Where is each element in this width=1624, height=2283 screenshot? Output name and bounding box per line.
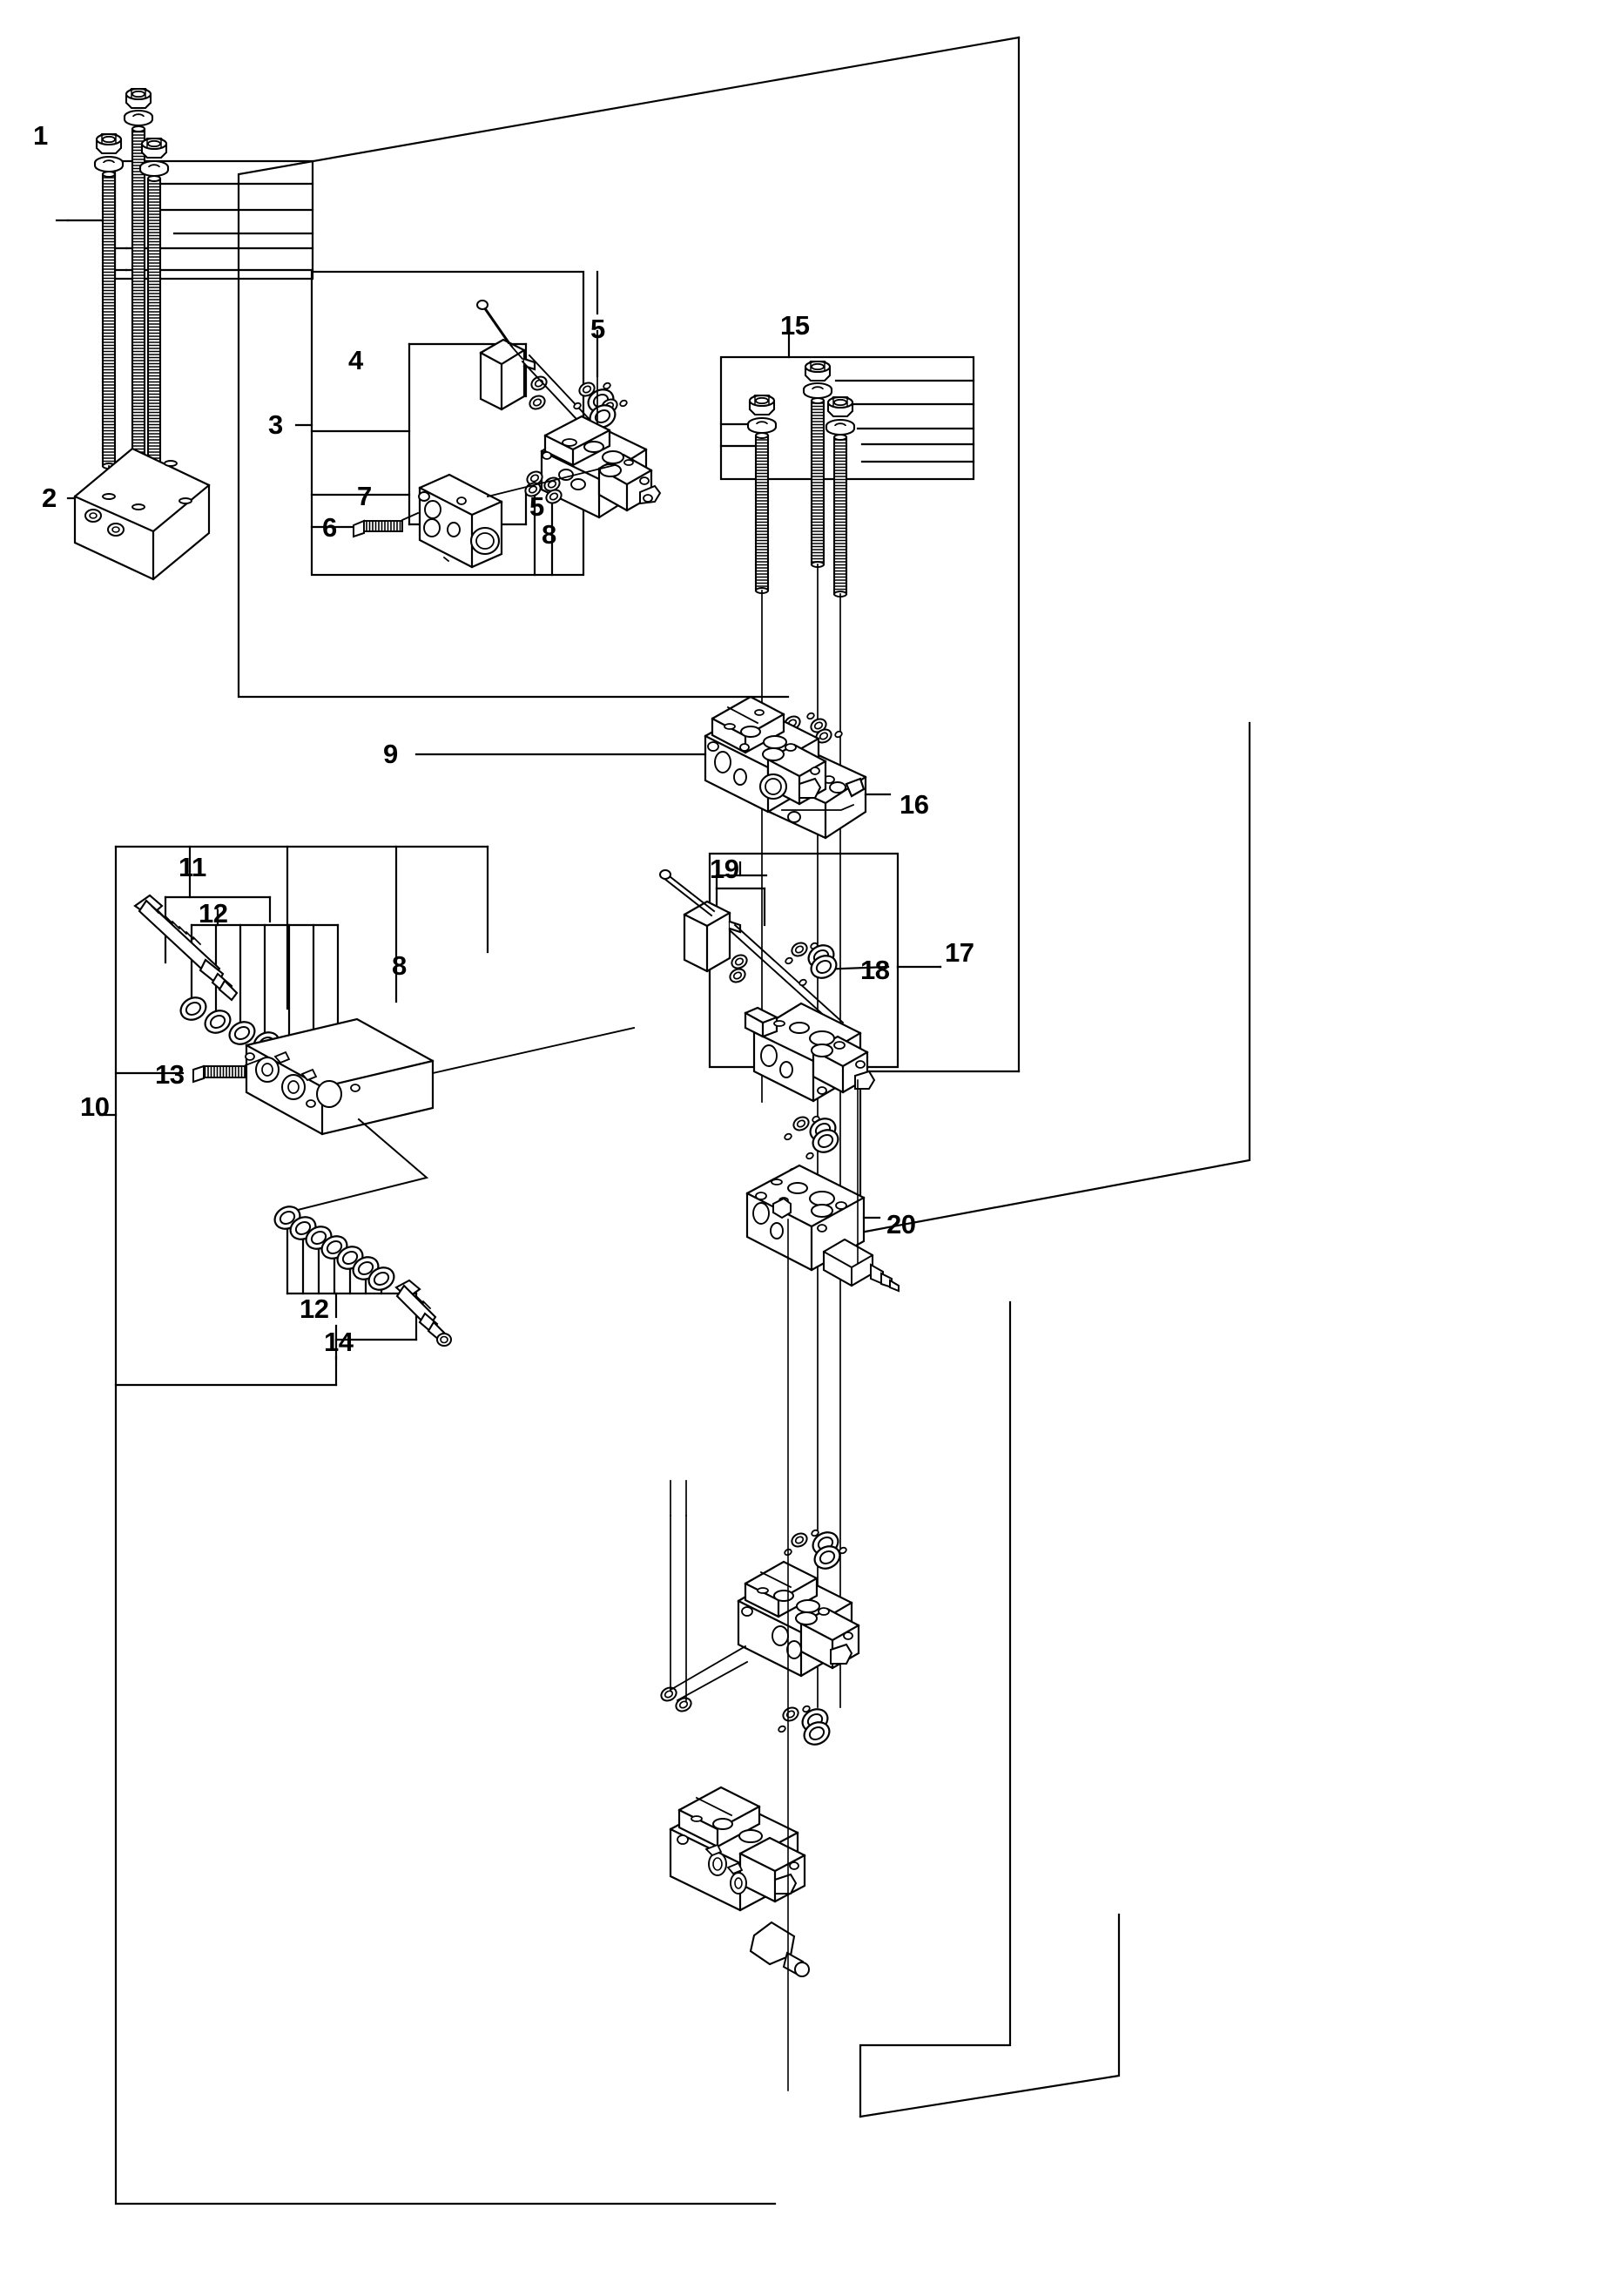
callout-8-upper[interactable]: 8 [542, 519, 556, 550]
callout-14[interactable]: 14 [324, 1327, 354, 1357]
callout-12-upper[interactable]: 12 [199, 898, 228, 929]
callout-7[interactable]: 7 [357, 481, 372, 511]
callout-17[interactable]: 17 [945, 937, 974, 968]
callout-4[interactable]: 4 [348, 345, 363, 375]
callout-6[interactable]: 6 [322, 512, 337, 543]
callout-19[interactable]: 19 [710, 854, 739, 884]
callout-5-upper[interactable]: 5 [590, 314, 605, 344]
callout-3[interactable]: 3 [268, 409, 283, 440]
callout-18[interactable]: 18 [860, 955, 890, 985]
callout-1[interactable]: 1 [33, 120, 48, 151]
callout-11[interactable]: 11 [179, 852, 206, 882]
callout-9[interactable]: 9 [383, 739, 398, 769]
callout-20[interactable]: 20 [886, 1209, 916, 1239]
callout-13[interactable]: 13 [155, 1059, 185, 1090]
callout-5-lower[interactable]: 5 [529, 491, 544, 522]
callout-8-lower[interactable]: 8 [392, 950, 407, 981]
callout-16[interactable]: 16 [900, 789, 929, 820]
callout-12-lower[interactable]: 12 [300, 1293, 329, 1324]
callout-2[interactable]: 2 [42, 483, 57, 513]
callout-10[interactable]: 10 [80, 1091, 110, 1122]
callout-15[interactable]: 15 [780, 310, 810, 341]
